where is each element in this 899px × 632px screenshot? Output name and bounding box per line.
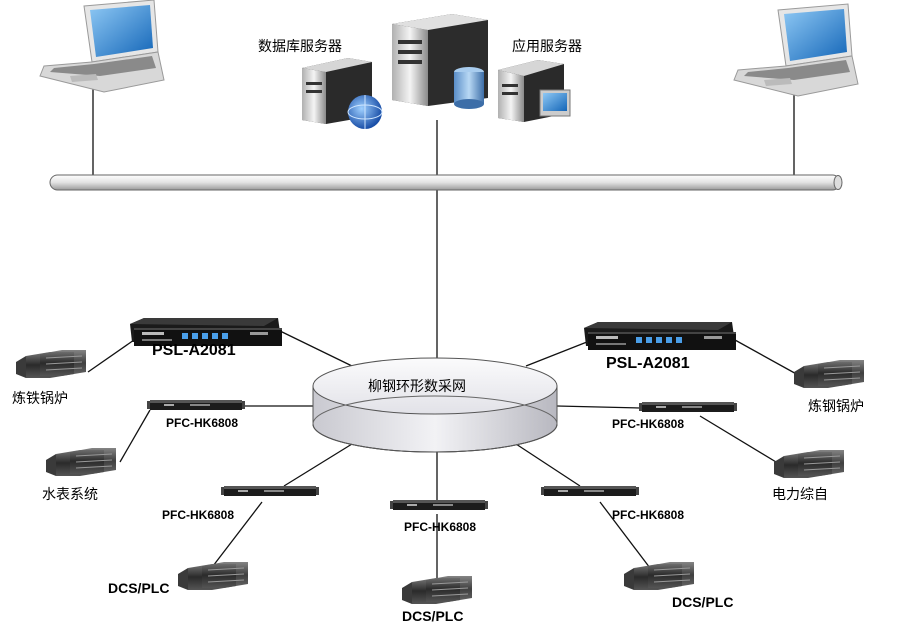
ethernet-bus <box>49 174 843 191</box>
laptop-right <box>733 3 859 97</box>
pfc-bottom-center-label: PFC-HK6808 <box>404 520 477 534</box>
laptop-left <box>39 0 165 93</box>
pfc-left-top-label: PFC-HK6808 <box>166 416 239 430</box>
pfc-device-bottom-left <box>221 486 319 496</box>
power-system-label: 电力综自 <box>772 487 828 503</box>
dcs-plc-center-label: DCS/PLC <box>402 608 464 624</box>
iron-furnace-icon <box>15 349 87 379</box>
pfc-device-bottom-center <box>390 500 488 510</box>
ring-label: 柳钢环形数采网 <box>368 379 466 395</box>
dcs-plc-center-icon <box>401 575 473 605</box>
pfc-bottom-right-label: PFC-HK6808 <box>612 508 685 522</box>
psl-device-right <box>584 322 736 350</box>
iron-furnace-label: 炼铁锅炉 <box>12 391 68 407</box>
water-meter-icon <box>45 447 117 477</box>
power-system-icon <box>773 449 845 479</box>
pfc-device-bottom-right <box>541 486 639 496</box>
water-meter-label: 水表系统 <box>42 487 98 503</box>
connection-lines <box>87 88 801 580</box>
dcs-plc-left-label: DCS/PLC <box>108 580 170 596</box>
main-server-icon <box>392 14 488 109</box>
psl-right-label: PSL-A2081 <box>606 355 690 372</box>
pfc-right-top-label: PFC-HK6808 <box>612 417 685 431</box>
app-server-icon <box>498 60 571 122</box>
dcs-plc-right-icon <box>623 561 695 591</box>
dcs-plc-right-label: DCS/PLC <box>672 594 734 610</box>
pfc-device-right-top <box>639 402 737 412</box>
db-server-label: 数据库服务器 <box>258 39 342 55</box>
steel-furnace-icon <box>793 359 865 389</box>
ring-network <box>312 357 558 453</box>
pfc-bottom-left-label: PFC-HK6808 <box>162 508 235 522</box>
pfc-device-left-top <box>147 400 245 410</box>
psl-left-label: PSL-A2081 <box>152 342 236 359</box>
dcs-plc-left-icon <box>177 561 249 591</box>
database-server-icon <box>302 58 383 129</box>
app-server-label: 应用服务器 <box>512 39 582 55</box>
steel-furnace-label: 炼钢锅炉 <box>808 399 864 415</box>
